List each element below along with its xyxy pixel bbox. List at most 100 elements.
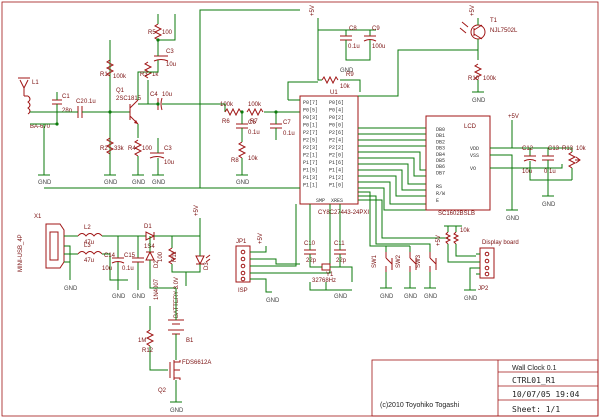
r11-value: 100 (158, 251, 164, 262)
r6-ref: R6 (222, 119, 230, 125)
jp1-label: ISP (238, 288, 248, 294)
r12-ref: R12 (142, 348, 154, 354)
q1-ref: Q1 (116, 88, 125, 94)
c12-value: 10u (522, 169, 532, 175)
u1-pin-left: P2[5] (303, 138, 318, 144)
capacitor-c12: C12 10u (522, 146, 537, 175)
c3-top-value: 10u (166, 62, 176, 68)
r12-value: 1M (138, 338, 146, 344)
mcu-u1: P0[7]P0[5]P0[3]P0[1]P2[7]P2[5]P2[3]P2[1]… (299, 95, 369, 216)
u1-smp-pin: SMP (316, 198, 325, 204)
r1-ref: R1 (100, 72, 108, 78)
c14-value: 10u (102, 266, 112, 272)
sw2-ref: SW2 (396, 254, 402, 268)
gnd-c12: GND (542, 202, 556, 208)
mcu-lcd-bus (358, 127, 448, 247)
switch-sw2: SW2 GND (396, 245, 418, 300)
gnd-sw2: GND (404, 294, 418, 300)
vcc-label-top: +5V (310, 5, 316, 16)
r10-value: 100k (483, 76, 497, 82)
gnd-symbols-left: GND GND GND GND GND (38, 174, 250, 186)
u1-pin-right: P0[6] (329, 100, 344, 106)
r4-value: 100 (142, 146, 153, 152)
c3-bottom-value: 10u (164, 160, 174, 166)
resistor-r1: R1 100k (100, 59, 127, 80)
t1-ref: T1 (490, 18, 498, 24)
capacitor-c3-bottom: C3 10u (149, 146, 174, 166)
u1-pin-right: P2[6] (329, 130, 344, 136)
u1-pin-right: P2[4] (329, 138, 344, 144)
resistor-r6: 100k R6 (220, 102, 242, 125)
jp2-ref: JP2 (478, 286, 489, 292)
vcc-label-usb: +5V (194, 205, 200, 216)
gnd-r2: GND (104, 180, 118, 186)
r14-value: 10k (460, 228, 471, 234)
l1-value: BA-670 (30, 124, 51, 130)
gnd-c15: GND (132, 294, 146, 300)
u1-ref: U1 (330, 90, 338, 96)
trimmer-r13: R13 10k (562, 146, 587, 169)
resistor-r7: 100k R7 (246, 102, 264, 125)
usb-connector-x1: X1 MINI-USB_4P (18, 214, 65, 272)
c3-bottom-ref: C3 (164, 146, 172, 152)
phototransistor-t1: +5V T1 NJL7502L (459, 5, 518, 60)
r5-ref: R5 (148, 30, 156, 36)
lcd-pin: E (436, 198, 439, 204)
c11-value: 22p (336, 258, 347, 264)
vcc-label-t1: +5V (470, 5, 476, 16)
antenna-section: L1 BA-670 C1 28n C2 0.1u (18, 40, 130, 175)
c13-value: 0.1u (544, 169, 556, 175)
q2-ref: Q2 (158, 388, 167, 394)
gnd-l1: GND (38, 180, 52, 186)
c9-value: 100u (372, 44, 385, 50)
r10-ref: R10 (468, 76, 480, 82)
lcd-vo: VO (470, 166, 476, 172)
b1-value: BATTERY-3.0V (174, 277, 180, 318)
d2-value: 1N4007 (154, 278, 160, 300)
r8-value: 10k (248, 156, 259, 162)
capacitor-c3-top: C3 10u (153, 49, 176, 68)
header-jp1: JP1 ISP (235, 239, 251, 294)
mosfet-q2: FDS6612A Q2 (158, 360, 211, 394)
r2-ref: R2 (100, 146, 108, 152)
c9-ref: C9 (372, 26, 380, 32)
c15-ref: C15 (124, 253, 136, 259)
b1-ref: B1 (186, 338, 194, 344)
switch-sw1: SW1 GND (372, 246, 394, 300)
c6-value: 0.1u (248, 130, 260, 136)
vcc-label-lcd: +5V (508, 114, 519, 120)
led-d3: D3 (195, 254, 211, 270)
r13-value: 10k (576, 146, 587, 152)
c8-ref: C8 (349, 26, 357, 32)
resistor-r10: R10 100k GND (468, 63, 497, 104)
gnd-usb: GND (64, 286, 78, 292)
y1-value: 32768Hz (312, 278, 336, 284)
c8-value: 0.1u (348, 44, 360, 50)
r13-ref: R13 (562, 146, 574, 152)
gnd-r4: GND (132, 180, 146, 186)
lcd-pin: DB6 (436, 164, 445, 170)
u1-pin-right: P1[2] (329, 175, 344, 181)
gnd-r10: GND (472, 98, 486, 104)
lcd-vdd: VDD (470, 146, 479, 152)
u1-xres-pin: XRES (331, 198, 343, 204)
u1-pin-right: P2[0] (329, 153, 344, 159)
title-doc: CTRL01_R1 (512, 376, 556, 385)
switch-sw3: SW3 GND (416, 243, 438, 300)
u1-pin-left: P2[1] (303, 153, 318, 159)
l2-value: 47u (84, 240, 94, 246)
u1-pin-left: P0[7] (303, 100, 318, 106)
u1-pin-left: P0[1] (303, 123, 318, 129)
u1-pin-left: P1[1] (303, 183, 318, 189)
r9-value: 10k (340, 84, 351, 90)
c4-value: 10u (162, 92, 172, 98)
resistor-r4: R4 100 (128, 139, 153, 157)
antenna-l1: L1 BA-670 (18, 77, 51, 130)
u1-pin-right: P1[6] (329, 160, 344, 166)
resistor-r2: R2 33k (100, 137, 125, 155)
r7-value: 100k (248, 102, 262, 108)
r4-ref: R4 (128, 146, 136, 152)
q2-value: FDS6612A (182, 360, 211, 366)
